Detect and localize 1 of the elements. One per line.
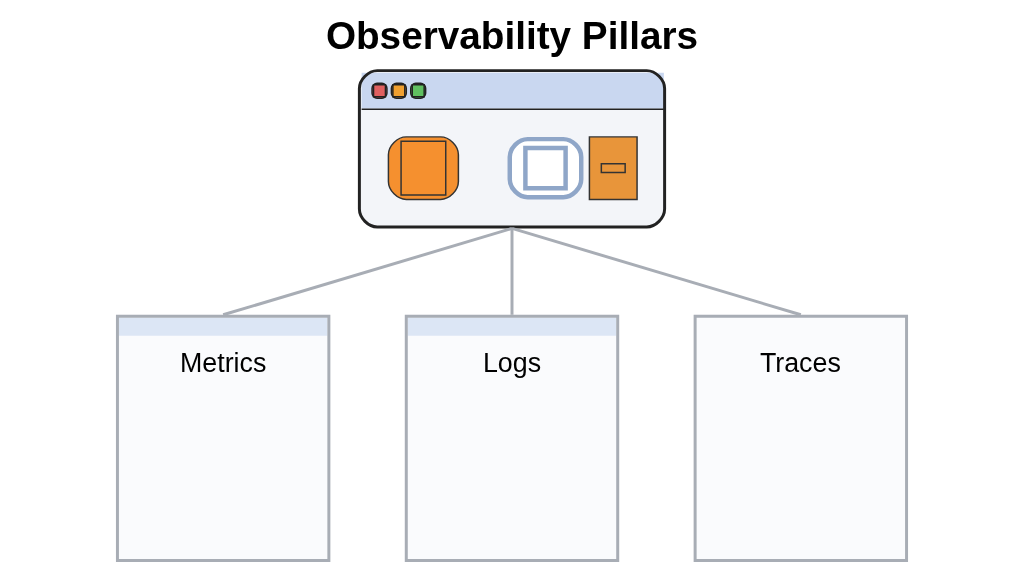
diagram-title: Observability Pillars <box>325 14 699 58</box>
